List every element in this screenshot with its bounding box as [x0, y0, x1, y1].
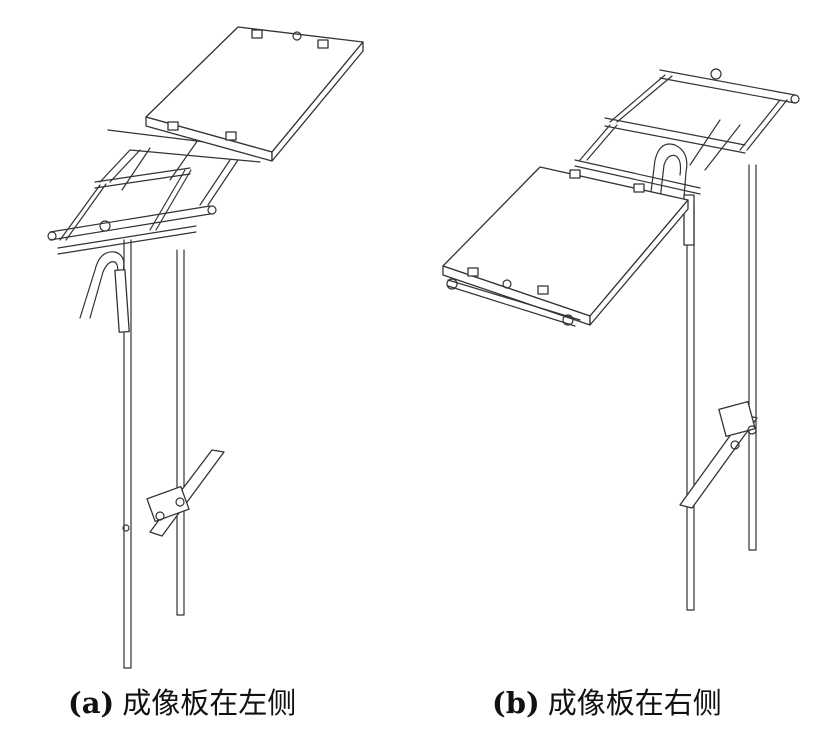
hook-bracket: [114, 269, 130, 333]
support-poles: [123, 239, 185, 669]
hook: [649, 143, 688, 201]
caption-text: 成像板在左侧: [122, 686, 297, 720]
figure-b-drawing: [442, 68, 800, 611]
caption-label: (a): [68, 686, 115, 720]
caption-figure-b: (b)成像板在右侧: [492, 680, 722, 722]
caption-label: (b): [492, 686, 540, 720]
clamp-plate: [679, 400, 758, 509]
frame: [574, 68, 800, 195]
hook-bracket: [683, 194, 695, 246]
imaging-plate: [145, 26, 364, 162]
imaging-plate: [442, 166, 689, 327]
caption-figure-a: (a)成像板在左侧: [68, 680, 296, 722]
caption-text: 成像板在右侧: [547, 686, 722, 720]
figure-a-drawing: [47, 26, 364, 669]
support-poles: [686, 164, 757, 611]
clamp-plate: [122, 449, 225, 537]
